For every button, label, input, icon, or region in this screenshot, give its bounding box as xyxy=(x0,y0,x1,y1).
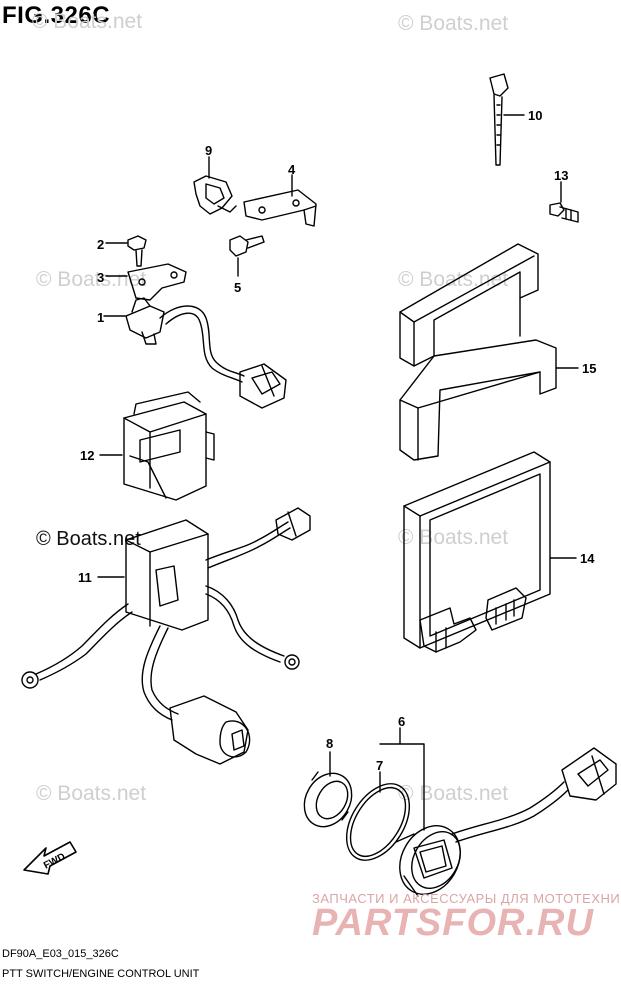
callout-15: 15 xyxy=(582,361,596,376)
screw-5-part xyxy=(229,235,265,257)
callout-2: 2 xyxy=(97,237,104,252)
callout-14: 14 xyxy=(580,551,595,566)
relay-cover-12-part xyxy=(123,391,215,501)
callout-13: 13 xyxy=(554,168,568,183)
ptt-switch-1-part xyxy=(125,297,287,409)
cover-15-part xyxy=(399,243,557,461)
watermark: © Boats.net xyxy=(398,12,509,35)
callout-5: 5 xyxy=(234,280,241,295)
callout-10: 10 xyxy=(528,108,542,123)
callout-8: 8 xyxy=(326,736,333,751)
watermark-dark: © Boats.net xyxy=(36,528,141,550)
watermark: © Boats.net xyxy=(32,10,143,33)
shop-logo: PARTSFOR.RU xyxy=(312,902,594,944)
ecu-14-part xyxy=(403,451,551,653)
bolt-13-part xyxy=(549,202,579,223)
watermark: © Boats.net xyxy=(36,268,147,291)
watermark: © Boats.net xyxy=(398,782,509,805)
watermark: © Boats.net xyxy=(398,526,509,549)
shop-subtitle: ЗАПЧАСТИ И АКСЕССУАРЫ ДЛЯ МОТОТЕХНИКИ xyxy=(312,891,621,906)
watermark: © Boats.net xyxy=(36,782,147,805)
figure-caption: PTT SWITCH/ENGINE CONTROL UNIT xyxy=(2,968,200,980)
callout-1: 1 xyxy=(97,310,104,325)
leader-6 xyxy=(379,727,425,831)
switch-6-part xyxy=(395,747,617,897)
callout-6: 6 xyxy=(398,714,405,729)
bracket-4-part xyxy=(243,189,317,227)
callout-3: 3 xyxy=(97,270,104,285)
callout-11: 11 xyxy=(78,570,92,585)
plate-3-part xyxy=(127,263,187,301)
figure-code: DF90A_E03_015_326C xyxy=(2,948,119,960)
callout-12: 12 xyxy=(80,448,94,463)
nut-8-part xyxy=(303,771,353,828)
callout-4: 4 xyxy=(288,162,296,177)
o-ring-7-part xyxy=(345,783,411,861)
callout-7: 7 xyxy=(376,758,383,773)
control-unit-11-part xyxy=(21,507,311,765)
figure-title: FIG.326C xyxy=(2,2,111,29)
fwd-arrow xyxy=(23,841,77,875)
cable-tie-part xyxy=(489,73,509,166)
callout-9: 9 xyxy=(205,143,212,158)
clip-9-part xyxy=(193,175,237,215)
screw-2-part xyxy=(127,235,147,267)
